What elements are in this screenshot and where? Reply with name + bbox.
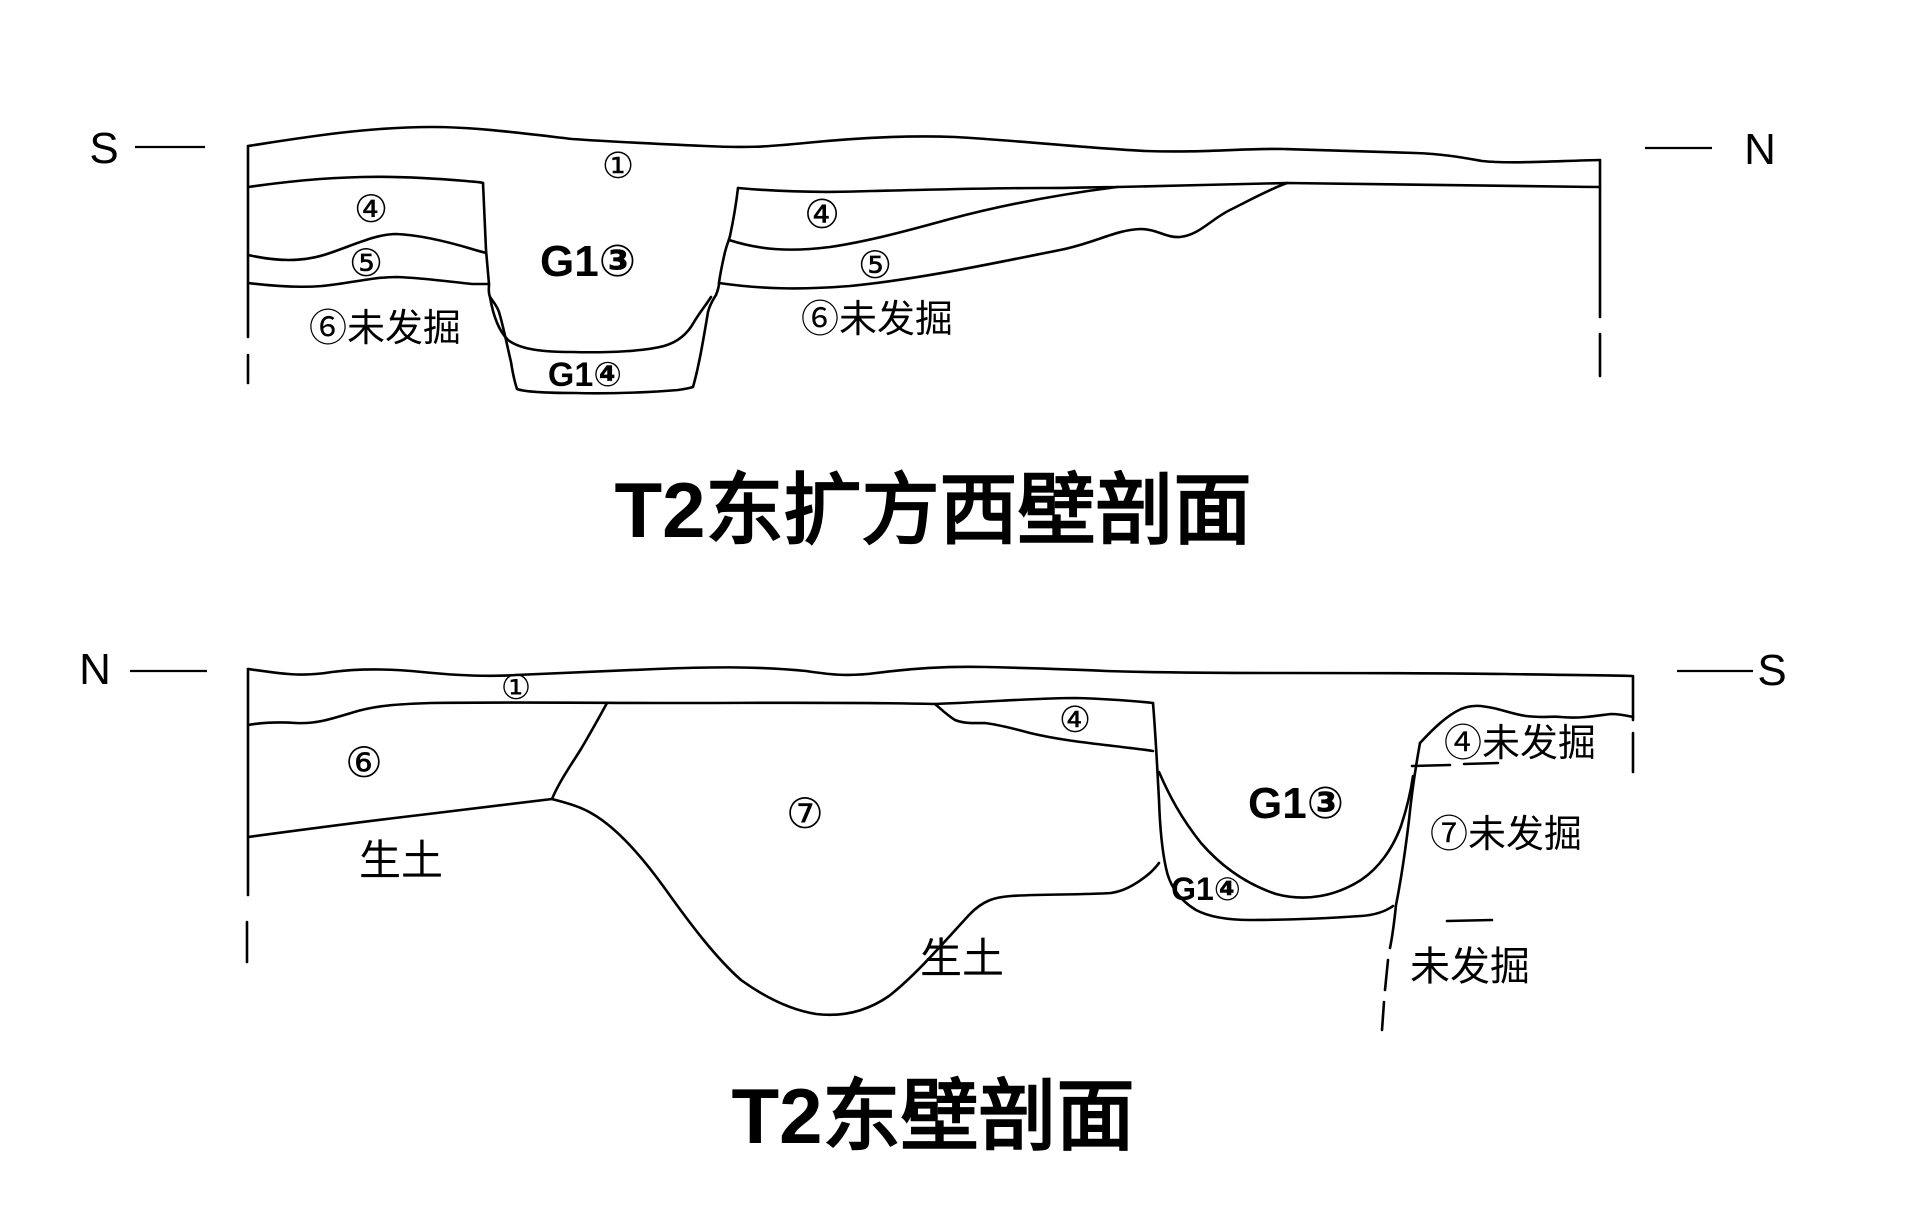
bottom-layer4-label: ④ <box>1059 700 1091 740</box>
bottom-compass-south-label: S <box>1757 646 1786 695</box>
bottom-section-title: T2东壁剖面 <box>731 1072 1134 1160</box>
top-layer4-left-label: ④ <box>354 189 388 231</box>
top-surface-line <box>246 125 1602 164</box>
top-ditch-g1-outline <box>481 181 740 395</box>
top-section-diagram: S N ① ④ ⑤ ⑥未发掘 ④ ⑤ ⑥未发掘 G1③ G1④ <box>89 124 1776 554</box>
bottom-ditch-g1-right-wall <box>1388 741 1422 950</box>
top-layer4-bottom-left <box>246 232 488 262</box>
bottom-unexcavated4-label: ④未发掘 <box>1444 723 1596 765</box>
top-ditch-g1-layer4-label: G1④ <box>548 356 622 394</box>
top-unexcavated6-left-label: ⑥未发掘 <box>309 308 461 350</box>
top-layer1-bottom-right <box>736 181 1602 194</box>
bottom-unexcavated-label: 未发掘 <box>1410 944 1530 989</box>
bottom-ditch-limit-dash-2 <box>1380 1000 1386 1032</box>
bottom-layer1-label: ① <box>501 670 531 707</box>
top-compass-north-label: N <box>1744 125 1776 174</box>
bottom-ditch-g1-layer4-label: G1④ <box>1171 871 1241 907</box>
top-layer5-bottom-left <box>246 275 491 289</box>
top-section-title: T2东扩方西壁剖面 <box>614 466 1251 554</box>
bottom-compass-north-label: N <box>79 645 111 694</box>
top-compass-south-label: S <box>89 124 118 173</box>
top-layer5-bottom-right <box>717 181 1289 290</box>
bottom-ditch-g1-left-outline <box>1151 701 1395 922</box>
bottom-layer4-limit-dash <box>1462 761 1500 766</box>
bottom-ditch-g1-fill-boundary <box>1157 770 1415 899</box>
top-layer5-right-label: ⑤ <box>858 245 892 287</box>
bottom-ditch-limit-dash-1 <box>1383 958 1390 992</box>
bottom-layer7-label: ⑦ <box>786 792 824 838</box>
top-unexcavated6-right-label: ⑥未发掘 <box>801 299 953 341</box>
bottom-unexcavated7-label: ⑦未发掘 <box>1430 814 1582 856</box>
top-layer1-bottom-left <box>246 175 485 189</box>
bottom-surface-line <box>246 665 1634 678</box>
top-layer4-bottom-right <box>727 185 1119 251</box>
bottom-unexcavated4-top-line <box>1418 704 1635 745</box>
bottom-ditch-g1-layer3-label: G1③ <box>1248 779 1344 828</box>
bottom-layer4-bottom <box>933 702 1155 753</box>
bottom-layer7-bottom <box>550 797 1161 1017</box>
bottom-sterile-soil-right-label: 生土 <box>920 937 1004 983</box>
bottom-layer7-limit-dash <box>1445 918 1494 923</box>
top-layer1-label: ① <box>602 146 634 186</box>
bottom-sterile-soil-left-label: 生土 <box>359 839 443 885</box>
bottom-layer4-limit-line <box>1410 763 1452 768</box>
bottom-layer6-label: ⑥ <box>345 741 383 787</box>
bottom-layer1-bottom <box>246 696 1155 727</box>
bottom-sterile-soil-top-left <box>246 797 554 839</box>
top-ditch-g1-fill-boundary <box>488 295 713 354</box>
bottom-section-diagram: N S ① ⑥ <box>79 645 1787 1160</box>
top-ditch-g1-layer3-label: G1③ <box>540 237 636 286</box>
top-layer5-left-label: ⑤ <box>349 243 383 285</box>
bottom-layer6-layer7-boundary <box>550 701 609 801</box>
top-layer4-right-label: ④ <box>804 192 840 237</box>
